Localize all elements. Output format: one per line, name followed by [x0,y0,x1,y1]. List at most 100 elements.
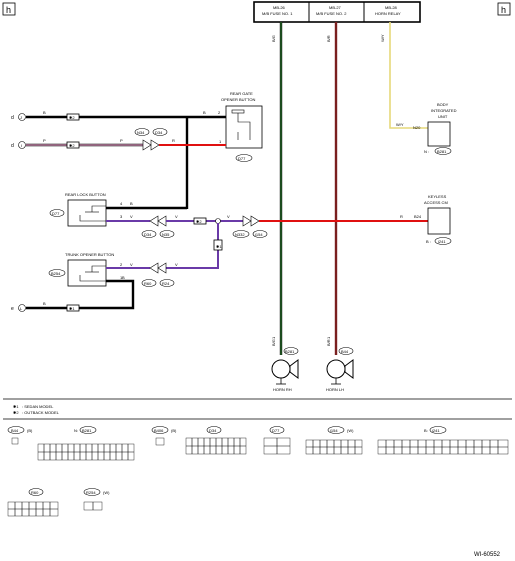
trunk-opener-button: TRUNK OPENER BUTTON 2 1 B254 V V R60 R24… [11,252,178,312]
svg-text:B/R: B/R [326,35,331,42]
keyless-access-cm: KEYLESS ACCESS CM B : i241 [424,194,452,245]
svg-text:B281: B281 [437,149,447,154]
svg-text:HORN RH: HORN RH [273,387,292,392]
svg-text:D77: D77 [272,428,280,433]
fuse2-bottom: M/B FUSE NO. 2 [316,11,347,16]
svg-text:(W): (W) [347,428,354,433]
svg-text:B406: B406 [154,428,164,433]
svg-text:(B): (B) [171,428,177,433]
svg-text:J: J [20,115,22,120]
svg-text:V: V [175,262,178,267]
wire-fuse2: B/R [326,22,338,355]
svg-text:3: 3 [120,214,123,219]
svg-text:1: 1 [271,336,276,339]
svg-text:B/R: B/R [326,339,331,346]
svg-text:B44: B44 [341,349,349,354]
svg-text:1: 1 [219,139,222,144]
svg-text:N35: N35 [162,232,170,237]
svg-text:✱2: ✱2 [13,410,19,415]
svg-text:B44: B44 [11,428,19,433]
svg-text:HORN LH: HORN LH [326,387,344,392]
fuse-block: MB-26 M/B FUSE NO. 1 MB-27 M/B FUSE NO. … [253,1,421,23]
svg-text:V: V [175,214,178,219]
svg-text:D34: D34 [209,428,217,433]
svg-text:KEYLESS: KEYLESS [428,194,447,199]
legend-b281: N: B281 [37,426,135,461]
svg-text:B: B [122,275,125,280]
svg-text:W/Y: W/Y [380,34,385,42]
wire-fuse1: B/G [271,22,283,355]
svg-text:B281: B281 [285,349,295,354]
svg-text:B: B [130,201,133,206]
legend-r254: R254 (W) [83,488,110,511]
svg-text:i154: i154 [330,428,338,433]
svg-text:2: 2 [218,110,221,115]
svg-text:B281: B281 [82,428,92,433]
svg-text:D77: D77 [52,211,60,216]
svg-text:2: 2 [120,262,123,267]
corner-marker-left: h [2,2,16,16]
svg-text:B: B [203,110,206,115]
svg-text:UNIT: UNIT [438,114,448,119]
svg-text:I: I [21,143,22,148]
svg-text:ACCESS CM: ACCESS CM [424,200,448,205]
legend-b406: B406 (B) [151,426,177,446]
svg-text:d: d [11,143,14,149]
svg-text:B: B [43,301,46,306]
svg-text:(B): (B) [27,428,33,433]
svg-text:OPENER BUTTON: OPENER BUTTON [221,97,255,102]
relay-bottom: HORN RELAY [375,11,401,16]
svg-text:B/G: B/G [271,339,276,346]
svg-text:: OUTBACK MODEL: : OUTBACK MODEL [22,410,60,415]
svg-text:V: V [130,214,133,219]
svg-text:4: 4 [120,201,123,206]
svg-text:R: R [172,138,175,143]
rear-gate-opener-button: REAR GATE OPENER BUTTON 2 1 D77 [218,91,263,162]
svg-text:REAR GATE: REAR GATE [230,91,253,96]
svg-text:1: 1 [326,336,331,339]
svg-text:N :: N : [424,149,429,154]
svg-text:✱1: ✱1 [13,404,19,409]
corner-marker-right: h [497,2,511,16]
svg-text:✱1: ✱1 [216,244,222,249]
svg-text:B254: B254 [51,271,61,276]
svg-text:✱2: ✱2 [196,219,202,224]
horn-rh: 1 B/G B281 HORN RH [271,336,299,392]
svg-text:R60: R60 [144,281,152,286]
legend-d34: D34 [185,426,247,455]
svg-text:P: P [43,138,46,143]
wire-row-violet: V V ✱2 V D34 N35 R B24 N332 i154 ✱1 [106,214,428,269]
svg-text:✱1: ✱1 [69,306,75,311]
svg-text:B :: B : [426,239,431,244]
legend-i154: i154 (W) [305,426,363,455]
svg-text:✱2: ✱2 [69,143,75,148]
svg-text:i241: i241 [438,239,446,244]
svg-text:d: d [11,115,14,121]
notes: ✱1 : SEDAN MODEL ✱2 : OUTBACK MODEL [13,404,60,415]
body-integrated-unit: BODY INTEGRATED UNIT N20 N : B281 [413,102,457,155]
legend-r60: R60 [7,488,59,517]
svg-text:R254: R254 [86,490,96,495]
wire-row-j: d J ✱2 B B [11,110,226,209]
svg-text:R24: R24 [162,281,170,286]
svg-text:B: B [43,110,46,115]
svg-text:h: h [6,5,11,15]
svg-text:i154: i154 [255,232,263,237]
svg-text:R60: R60 [31,490,39,495]
wire-row-i: d I ✱2 P P R N34 D34 [11,128,226,151]
svg-text:B/G: B/G [271,35,276,42]
svg-text:REAR LOCK BUTTON: REAR LOCK BUTTON [65,192,106,197]
svg-text:INTEGRATED: INTEGRATED [431,108,457,113]
svg-text:N34: N34 [137,130,145,135]
svg-text:e: e [11,306,14,312]
svg-text:D34: D34 [144,232,152,237]
svg-text:D77: D77 [238,156,246,161]
svg-text:V: V [227,214,230,219]
svg-text:(W): (W) [103,490,110,495]
svg-text:1: 1 [120,275,123,280]
svg-text:D34: D34 [155,130,163,135]
svg-text:N:: N: [74,428,78,433]
svg-text:W/Y: W/Y [396,122,404,127]
fuse2-top: MB-27 [329,5,342,10]
